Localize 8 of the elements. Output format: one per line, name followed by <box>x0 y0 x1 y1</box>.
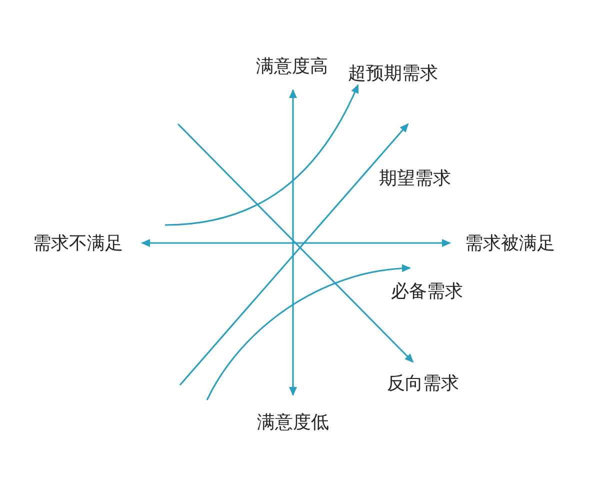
curve-label: 超预期需求 <box>348 62 438 85</box>
curve-label: 必备需求 <box>391 280 463 303</box>
axis-label: 满意度高 <box>256 55 328 78</box>
axis-label: 需求不满足 <box>33 232 123 255</box>
axis-label: 满意度低 <box>257 411 329 434</box>
curve-label: 反向需求 <box>387 372 459 395</box>
curve-label: 期望需求 <box>379 167 451 190</box>
axis-label: 需求被满足 <box>465 232 555 255</box>
